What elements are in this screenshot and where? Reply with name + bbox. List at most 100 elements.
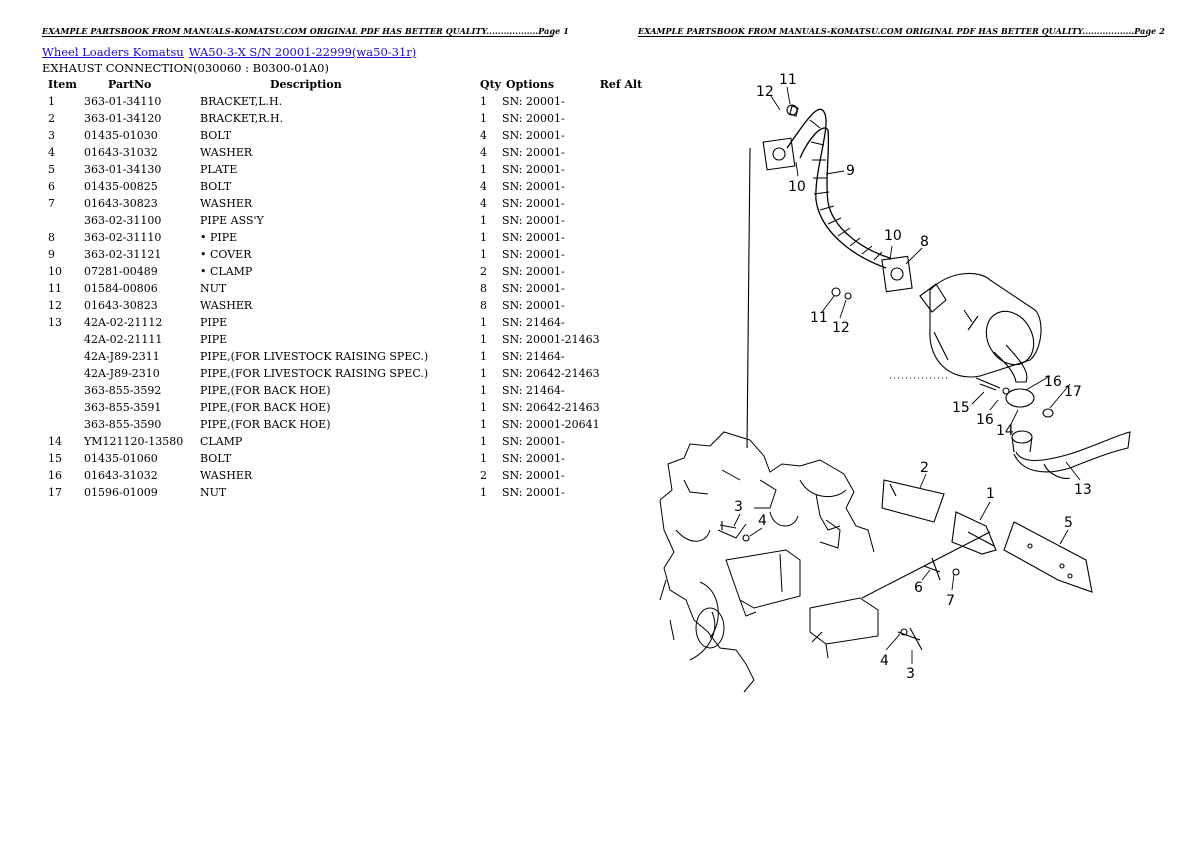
cell-item: 3 <box>48 129 55 142</box>
cell-partno: 363-02-31110 <box>84 231 162 244</box>
leader-line <box>746 147 751 449</box>
cell-options: SN: 20001- <box>502 452 565 465</box>
cell-options: SN: 20642-21463 <box>502 367 600 380</box>
cell-item <box>42 331 84 348</box>
cell-qty: 1 <box>480 486 487 499</box>
cell-item: 10 <box>48 265 62 278</box>
page-header-right: EXAMPLE PARTSBOOK FROM MANUALS-KOMATSU.C… <box>638 26 1165 37</box>
tail-pipe <box>975 377 1131 479</box>
cell-ref-alt <box>600 161 650 178</box>
muffler <box>890 272 1042 383</box>
cell-description: NUT <box>200 486 227 499</box>
cell-partno: 01643-31032 <box>84 469 158 482</box>
cell-ref-alt <box>600 450 650 467</box>
bracket-parts <box>861 479 1093 651</box>
cell-options: SN: 20001- <box>502 248 565 261</box>
cell-item <box>42 416 84 433</box>
cell-item: 5 <box>48 163 55 176</box>
cell-description: CLAMP <box>200 435 243 448</box>
cell-ref-alt <box>600 93 650 110</box>
callout-13: 13 <box>1074 482 1092 498</box>
callout-4-bottom: 4 <box>880 653 889 669</box>
cell-qty: 1 <box>480 214 487 227</box>
cell-item: 11 <box>48 282 62 295</box>
breadcrumb-link-category[interactable]: Wheel Loaders Komatsu <box>42 45 184 59</box>
cell-ref-alt <box>600 348 650 365</box>
cell-partno: 42A-J89-2310 <box>84 367 160 380</box>
cell-options: SN: 20642-21463 <box>502 401 600 414</box>
cell-qty: 1 <box>480 435 487 448</box>
cell-ref-alt <box>600 178 650 195</box>
cell-ref-alt <box>600 314 650 331</box>
cell-ref-alt <box>600 484 650 501</box>
parts-table: Item PartNo Description Qty Options Ref … <box>42 76 650 501</box>
cell-description: PIPE,(FOR BACK HOE) <box>200 418 331 431</box>
cell-item <box>42 382 84 399</box>
cell-item: 16 <box>48 469 62 482</box>
cell-ref-alt <box>600 263 650 280</box>
callout-17: 17 <box>1064 384 1082 400</box>
cell-ref-alt <box>600 110 650 127</box>
cell-ref-alt <box>600 246 650 263</box>
cell-ref-alt <box>600 229 650 246</box>
lower-flange <box>831 255 913 300</box>
callout-11-mid: 11 <box>810 310 828 326</box>
upper-flange <box>762 104 799 171</box>
cell-options: SN: 21464- <box>502 350 565 363</box>
cell-partno: 42A-02-21111 <box>84 333 163 346</box>
cell-options: SN: 20001- <box>502 163 565 176</box>
cell-options: SN: 20001- <box>502 214 565 227</box>
cell-partno: 363-01-34110 <box>84 95 162 108</box>
cell-item: 1 <box>48 95 55 108</box>
table-row: 42A-J89-2310 PIPE,(FOR LIVESTOCK RAISING … <box>42 365 650 382</box>
cell-ref-alt <box>600 365 650 382</box>
cell-partno: 42A-J89-2311 <box>84 350 160 363</box>
cell-qty: 1 <box>480 333 487 346</box>
column-header-ref-alt: Ref Alt <box>599 78 643 91</box>
cell-partno: 01435-01030 <box>84 129 158 142</box>
cell-description: PIPE,(FOR LIVESTOCK RAISING SPEC.) <box>200 367 429 380</box>
cell-qty: 1 <box>480 452 487 465</box>
callout-11-top: 11 <box>779 72 797 88</box>
cell-description: BOLT <box>200 180 232 193</box>
cell-partno: 07281-00489 <box>84 265 158 278</box>
cell-qty: 4 <box>480 146 487 159</box>
cell-description: • CLAMP <box>200 265 253 278</box>
cell-partno: 42A-02-21112 <box>84 316 163 329</box>
cell-qty: 2 <box>480 265 487 278</box>
cell-item: 15 <box>48 452 62 465</box>
cell-description: PIPE <box>200 316 228 329</box>
page-header-left: EXAMPLE PARTSBOOK FROM MANUALS-KOMATSU.C… <box>42 26 569 37</box>
cell-ref-alt <box>600 212 650 229</box>
cell-description: PLATE <box>200 163 238 176</box>
cell-qty: 1 <box>480 95 487 108</box>
cell-qty: 8 <box>480 299 487 312</box>
cell-description: PIPE <box>200 333 228 346</box>
cell-ref-alt <box>600 399 650 416</box>
callout-7: 7 <box>946 593 955 609</box>
cell-qty: 4 <box>480 129 487 142</box>
cell-options: SN: 20001- <box>502 180 565 193</box>
cell-options: SN: 20001- <box>502 435 565 448</box>
exhaust-connection-diagram: 11 12 10 9 10 8 11 12 15 16 16 17 14 13 … <box>659 72 1131 693</box>
table-header-row: Item PartNo Description Qty Options Ref … <box>42 76 650 93</box>
breadcrumb-link-model[interactable]: WA50-3-X S/N 20001-22999(wa50-31r) <box>188 45 417 59</box>
cell-partno: 363-855-3590 <box>84 418 162 431</box>
cell-item: 7 <box>48 197 55 210</box>
cell-ref-alt <box>600 127 650 144</box>
cell-qty: 4 <box>480 180 487 193</box>
cell-partno: 01643-30823 <box>84 299 158 312</box>
bolt-set-left <box>719 521 750 542</box>
callout-14: 14 <box>996 423 1014 439</box>
cell-qty: 4 <box>480 197 487 210</box>
